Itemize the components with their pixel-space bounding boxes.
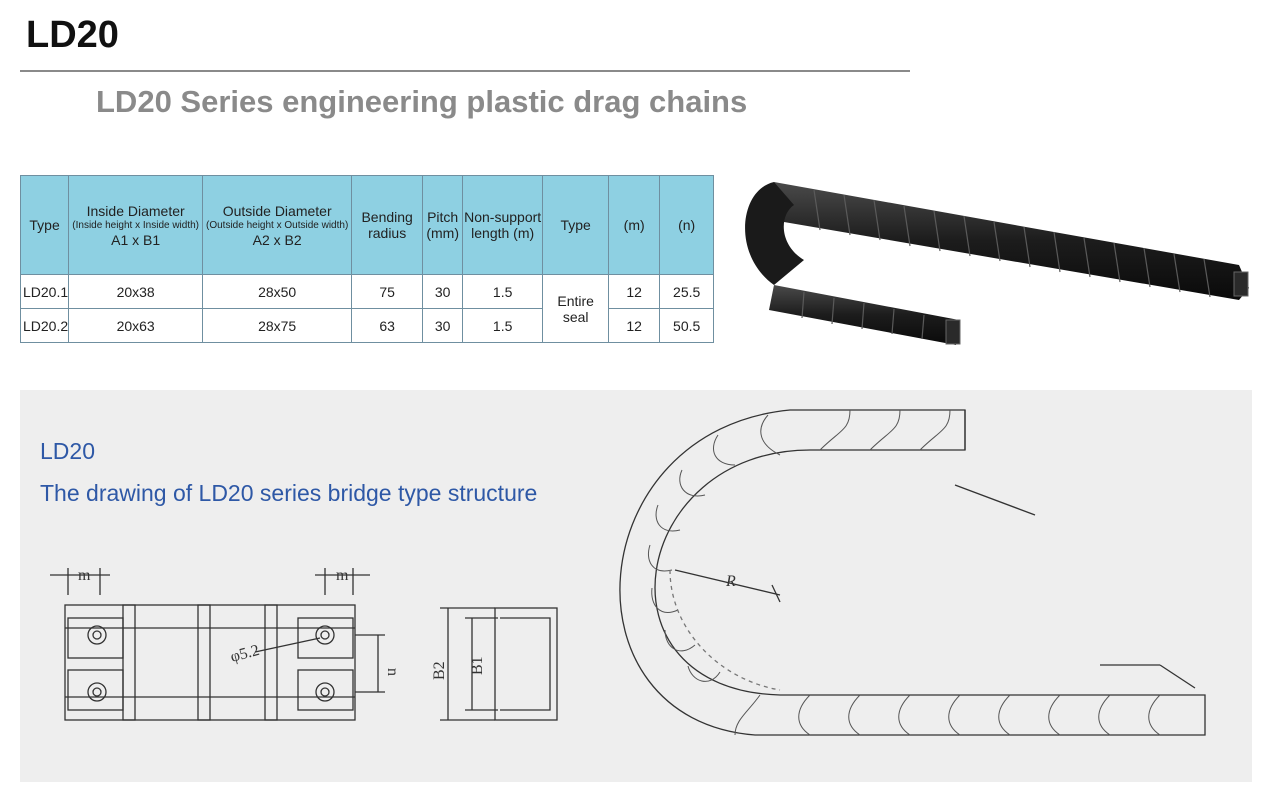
cell-bending: 63	[351, 308, 424, 343]
col-outside-diameter: Outside Diameter (Outside height x Outsi…	[202, 175, 353, 275]
link-cross-section	[440, 607, 558, 721]
chain-side-view	[619, 409, 1206, 736]
col-pitch: Pitch(mm)	[422, 175, 464, 275]
cell-outside: 28x75	[202, 308, 353, 343]
cell-type: LD20.2	[19, 308, 70, 343]
col-n: (n)	[659, 175, 715, 275]
cell-m: 12	[608, 274, 661, 309]
cell-n: 25.5	[659, 274, 715, 309]
dim-hole: φ5.2	[229, 642, 262, 666]
cell-n: 50.5	[659, 308, 715, 343]
cell-pitch: 30	[422, 308, 464, 343]
title-divider	[20, 70, 910, 72]
cell-seal-type: Entire seal	[542, 274, 610, 343]
col-inside-diameter: Inside Diameter (Inside height x Inside …	[68, 175, 204, 275]
table-header-row: Type Inside Diameter (Inside height x In…	[19, 175, 715, 275]
page-subtitle: LD20 Series engineering plastic drag cha…	[96, 84, 748, 119]
link-top-view	[50, 568, 385, 721]
cell-nonsupport: 1.5	[462, 274, 544, 309]
drawing-panel	[20, 390, 1252, 782]
cell-pitch: 30	[422, 274, 464, 309]
dim-b1: B1	[469, 656, 486, 675]
dim-radius: R	[725, 573, 736, 590]
drawing-heading: LD20	[40, 438, 95, 464]
cell-outside: 28x50	[202, 274, 353, 309]
dim-m-right: m	[336, 567, 349, 584]
table-row: LD20.1 20x38 28x50 75 30 1.5 Entire seal…	[19, 274, 715, 343]
cell-inside: 20x63	[68, 308, 204, 343]
technical-drawing: m m n φ5.2 B2 B1 R	[50, 409, 1206, 736]
col-m: (m)	[608, 175, 661, 275]
dim-m-left: m	[78, 567, 91, 584]
cell-bending: 75	[351, 274, 424, 309]
page-title: LD20	[26, 14, 119, 56]
dim-b2: B2	[431, 661, 448, 680]
drawing-caption: The drawing of LD20 series bridge type s…	[40, 480, 538, 506]
drag-chain-photo	[745, 182, 1249, 345]
cell-inside: 20x38	[68, 274, 204, 309]
cell-type: LD20.1	[19, 274, 70, 309]
spec-table: Type Inside Diameter (Inside height x In…	[19, 175, 715, 343]
cell-m: 12	[608, 308, 661, 343]
dim-n: n	[384, 668, 401, 676]
table-row: LD20.2 20x63 28x75 63 30 1.5 12 50.5	[19, 308, 715, 343]
cell-nonsupport: 1.5	[462, 308, 544, 343]
col-seal-type: Type	[542, 175, 610, 275]
col-type: Type	[19, 175, 70, 275]
